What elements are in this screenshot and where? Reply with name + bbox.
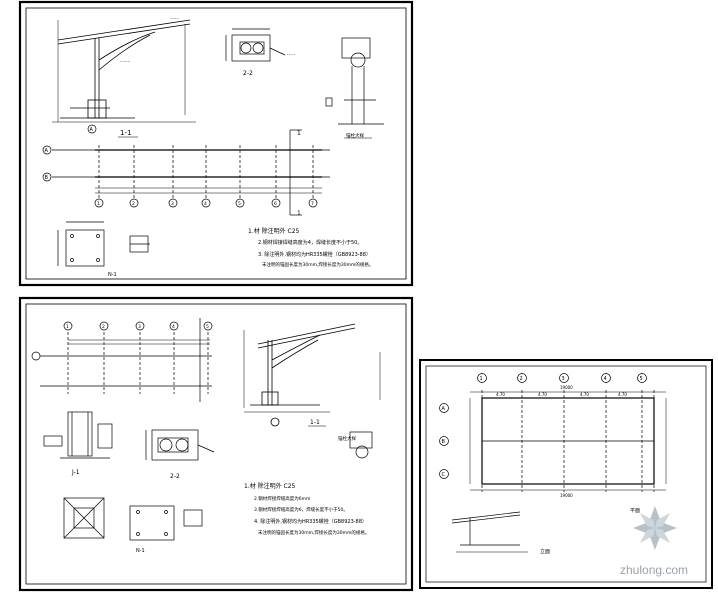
sheet-2-inner-frame (25, 303, 407, 585)
cut-mark-bottom: 1 (297, 210, 301, 217)
note-1: 1.材 除注明外 C25 (248, 227, 300, 235)
sheet-2-frame (18, 296, 414, 592)
s2-col-4: 4 (172, 324, 175, 330)
col-7: 7 (311, 201, 314, 207)
s3-row-b: B (442, 439, 446, 445)
sheet-2: 1 2 3 4 5 1-1 (18, 296, 414, 592)
dim-1: 4.70 (496, 392, 505, 397)
sheet-1-frame (18, 0, 414, 287)
note-2: 2.钢材焊接焊缝高度为4，焊缝长度不小于50。 (258, 239, 362, 246)
sheet-3-inner-frame (425, 365, 707, 583)
sheet-3-frame (419, 359, 713, 589)
col-3: 3 (171, 201, 174, 207)
detail-j-1 (43, 411, 113, 459)
detail-2-2-s2 (145, 429, 215, 461)
note-4: 未注明的锚固长度为30mm,焊接长度为30mm的规格。 (262, 261, 373, 268)
canopy-section-1 (52, 19, 196, 123)
section-label-1: 1-1 (120, 129, 131, 137)
s2-note-4: 4. 除注明外,钢材均为HR335螺栓（GB8923-88） (254, 518, 367, 525)
sheet-1-inner-frame (25, 7, 407, 280)
s3-col-3: 3 (562, 376, 565, 382)
grid-bubble-a (87, 124, 97, 134)
s3-col-1: 1 (480, 376, 483, 382)
s2-note-2: 2.钢材焊接焊缝高度为6mm (254, 495, 310, 502)
sheet-1: ······· ········ A 1-1 2-2 ····· 锚栓大 (18, 0, 414, 287)
anchor-detail (325, 37, 384, 125)
dim-3: 4.70 (580, 392, 589, 397)
col-6: 6 (274, 201, 277, 207)
detail-n-1-label: N-1 (108, 272, 117, 278)
s2-note-1: 1.材 除注明外 C25 (244, 482, 296, 490)
col-1: 1 (97, 201, 100, 207)
watermark-logo-icon (633, 506, 677, 550)
s2-note-5: 未注明的锚固长度为30mm,焊接长度为30mm的规格。 (258, 529, 369, 536)
overall-dim-bottom: 19000 (560, 493, 573, 498)
s2-section-label: 1-1 (310, 419, 320, 426)
plan-strip-1 (42, 129, 330, 216)
s3-col-5: 5 (640, 376, 643, 382)
detail-2-2-s2-label: 2-2 (170, 473, 180, 480)
s3-row-a: A (442, 406, 446, 412)
elevation-3 (451, 511, 528, 553)
note-3: 3. 除注明外,钢材均为HR335螺栓（GB8923-88） (258, 251, 371, 258)
watermark-text: zhulong.com (620, 563, 688, 577)
detail-2-2-label: 2-2 (243, 70, 253, 77)
note-leader: ········ (120, 59, 130, 64)
detail-n-1-s2 (63, 497, 203, 541)
overall-dim: 19000 (560, 385, 573, 390)
detail-note: ····· (287, 52, 295, 58)
anchor-label: 锚栓大样 (346, 132, 364, 139)
detail-n-1-s2-label: N-1 (136, 548, 145, 554)
s2-col-5: 5 (206, 324, 209, 330)
note-text-top: ······· (170, 16, 179, 21)
col-4: 4 (204, 201, 207, 207)
grid-a-label: A (45, 148, 49, 154)
plan-strip-2 (31, 318, 213, 402)
s2-note-3: 3.钢材焊接焊缝高度为6，焊缝长度不小于50。 (254, 506, 348, 513)
plan-grid-3 (439, 373, 667, 492)
s2-col-1: 1 (66, 324, 69, 330)
grid-b-label: B (45, 175, 49, 181)
detail-2-2 (225, 28, 286, 62)
col-2: 2 (132, 201, 135, 207)
grid-bubble-a-label: A (90, 127, 94, 133)
s3-col-2: 2 (520, 376, 523, 382)
detail-j-1-label: J-1 (71, 469, 80, 476)
anchor-detail-2 (349, 431, 373, 459)
s2-anchor-label: 锚栓大样 (338, 435, 356, 442)
col-5: 5 (238, 201, 241, 207)
s2-col-3: 3 (138, 324, 141, 330)
detail-n-1 (57, 221, 150, 267)
watermark: zhulong.com (620, 506, 688, 577)
plan-label: 平面 (630, 508, 640, 514)
cut-mark-top: 1 (297, 130, 301, 137)
s3-col-4: 4 (604, 376, 607, 382)
elev-label: 立面 (540, 548, 550, 555)
s3-row-c: C (442, 472, 446, 478)
sheet-3: 1 2 3 4 5 A B C 4.70 4.70 4.70 4.70 1900… (419, 359, 713, 589)
dim-4: 4.70 (618, 392, 627, 397)
dim-2: 4.70 (538, 392, 547, 397)
s2-col-2: 2 (102, 324, 105, 330)
canopy-section-2 (243, 323, 381, 427)
